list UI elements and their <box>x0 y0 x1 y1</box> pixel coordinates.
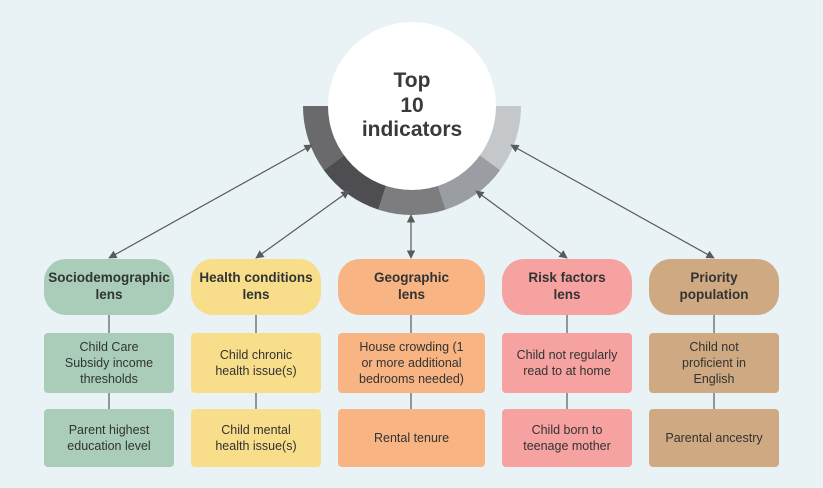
lens-item: Child not regularly read to at home <box>502 333 632 393</box>
lens-item: Child mental health issue(s) <box>191 409 321 467</box>
ring-segment <box>303 106 348 171</box>
hub-connector-arrow <box>475 190 568 259</box>
center-hub-title: Top 10 indicators <box>328 22 496 190</box>
ring-segment <box>476 106 521 171</box>
lens-item: House crowding (1 or more additional bed… <box>338 333 485 393</box>
hub-connector-arrow <box>108 144 313 259</box>
lens-header: Health conditions lens <box>191 259 321 315</box>
ring-segment <box>323 153 388 210</box>
lens-item: Child born to teenage mother <box>502 409 632 467</box>
lens-header: Geographic lens <box>338 259 485 315</box>
ring-segment <box>378 182 446 216</box>
lens-header: Sociodemographic lens <box>44 259 174 315</box>
lens-header: Priority population <box>649 259 779 315</box>
lens-item: Parental ancestry <box>649 409 779 467</box>
lens-item: Child Care Subsidy income thresholds <box>44 333 174 393</box>
hub-connector-arrow <box>255 190 350 259</box>
lens-item: Child chronic health issue(s) <box>191 333 321 393</box>
lens-item: Parent highest education level <box>44 409 174 467</box>
lens-item: Rental tenure <box>338 409 485 467</box>
ring-segment <box>436 153 501 210</box>
lens-header: Risk factors lens <box>502 259 632 315</box>
hub-connector-arrow <box>510 144 715 259</box>
lens-item: Child not proficient in English <box>649 333 779 393</box>
